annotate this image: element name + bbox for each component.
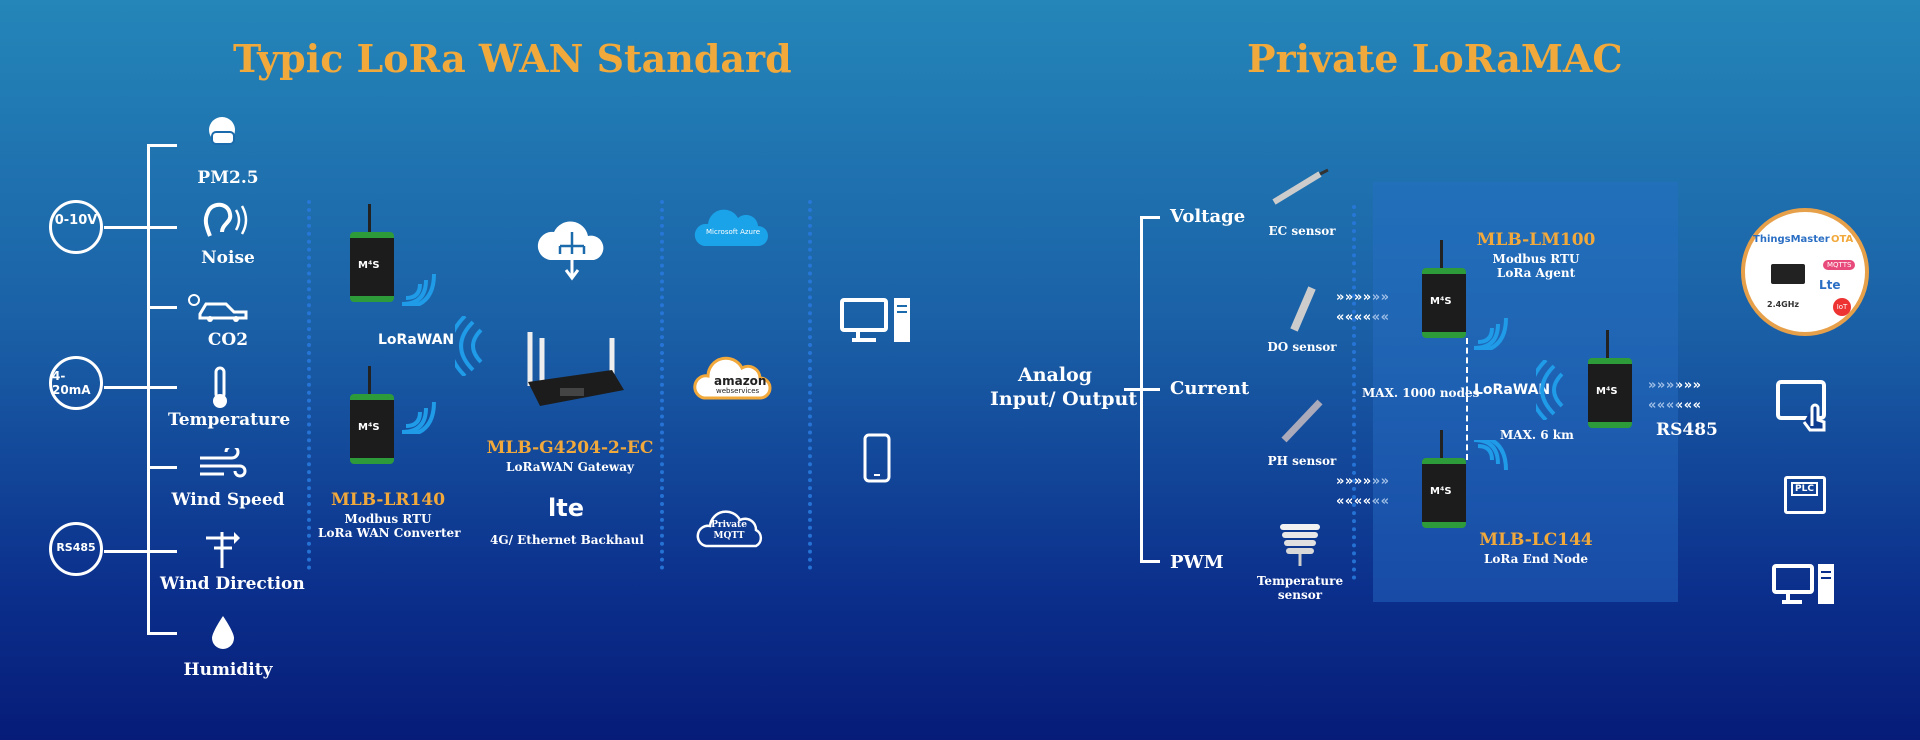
arrow-right-icon: » » » » » » bbox=[1336, 290, 1389, 305]
gateway-name: MLB-G4204-2-EC bbox=[486, 438, 654, 458]
sensor-label-noise: Noise bbox=[201, 248, 255, 268]
input-rs485-icon: RS485 bbox=[49, 522, 103, 576]
plc-icon: PLC bbox=[1784, 476, 1826, 514]
agent-device: M⁴S bbox=[1422, 240, 1466, 338]
arrow-right-icon: » » » » » » bbox=[1336, 474, 1389, 489]
lte-logo: lte bbox=[548, 494, 584, 522]
sensor-label-temperature: Temperature bbox=[168, 410, 291, 430]
node-name: MLB-LC144 bbox=[1479, 530, 1593, 550]
lorawan-logo: LoRaWAN bbox=[378, 332, 455, 348]
wireless-signal-icon bbox=[1470, 302, 1520, 350]
converter-line1: Modbus RTU bbox=[344, 512, 432, 526]
thermometer-icon bbox=[206, 366, 234, 410]
tree-branch bbox=[147, 632, 177, 635]
converter-line2: LoRa WAN Converter bbox=[318, 526, 461, 540]
sensor-label-pm25: PM2.5 bbox=[197, 168, 259, 188]
backhaul-label: 4G/ Ethernet Backhaul bbox=[490, 533, 644, 547]
temperature-sensor-icon bbox=[1276, 522, 1324, 566]
mask-icon bbox=[200, 112, 244, 156]
desktop-computer-icon bbox=[840, 296, 914, 346]
wireless-signal-icon bbox=[1536, 360, 1570, 420]
dotted-separator bbox=[1352, 205, 1356, 580]
external-agent-device: M⁴S bbox=[1588, 330, 1632, 428]
dotted-separator bbox=[808, 200, 812, 570]
tree-branch bbox=[1140, 560, 1160, 563]
tree-branch bbox=[147, 386, 177, 389]
analog-voltage: Voltage bbox=[1170, 206, 1246, 227]
agent-line2: LoRa Agent bbox=[1496, 266, 1576, 280]
wind-icon bbox=[198, 448, 248, 482]
sensor-label-co2: CO2 bbox=[207, 330, 249, 350]
sensor-label-wind-speed: Wind Speed bbox=[171, 490, 285, 510]
dotted-separator bbox=[660, 200, 664, 570]
temperature-sensor-label-2: sensor bbox=[1277, 588, 1323, 602]
left-title: Typic LoRa WAN Standard bbox=[233, 36, 792, 81]
analog-current: Current bbox=[1170, 378, 1250, 399]
do-sensor-label: DO sensor bbox=[1267, 340, 1337, 354]
car-icon bbox=[186, 290, 250, 324]
max-nodes-label: MAX. 1000 nodes bbox=[1362, 386, 1480, 400]
tree-branch bbox=[147, 466, 177, 469]
input-4-20ma-icon: 4-20mA bbox=[49, 356, 103, 410]
ear-icon bbox=[200, 200, 250, 240]
agent-name: MLB-LM100 bbox=[1476, 230, 1596, 250]
analog-label-line2: Input/ Output bbox=[990, 388, 1138, 410]
converter-device-bottom: M⁴S bbox=[350, 366, 394, 464]
arrow-left-icon: « « « « « « bbox=[1336, 310, 1389, 325]
arrow-left-icon: « « « « « « bbox=[1648, 398, 1701, 413]
router-icon bbox=[1771, 264, 1805, 284]
wireless-signal-icon bbox=[455, 316, 489, 376]
amazon-cloud-icon: amazon webservices bbox=[692, 352, 772, 402]
mobile-phone-icon bbox=[862, 432, 892, 484]
tree-branch bbox=[1140, 216, 1160, 219]
mqtt-cloud-icon: Private MQTT bbox=[694, 504, 768, 548]
sensor-label-wind-direction: Wind Direction bbox=[160, 574, 305, 594]
temperature-sensor-label-1: Temperature bbox=[1256, 574, 1344, 588]
touch-panel-icon bbox=[1774, 378, 1834, 434]
agent-line1: Modbus RTU bbox=[1492, 252, 1580, 266]
ec-sensor-icon bbox=[1270, 168, 1330, 208]
ph-sensor-label: PH sensor bbox=[1267, 454, 1337, 468]
wireless-signal-icon bbox=[398, 386, 448, 434]
dotted-separator bbox=[307, 200, 311, 570]
link-line bbox=[1466, 338, 1468, 460]
tree-branch bbox=[1124, 388, 1140, 391]
analog-pwm: PWM bbox=[1170, 552, 1224, 573]
converter-name: MLB-LR140 bbox=[330, 490, 446, 510]
desktop-computer-icon bbox=[1772, 562, 1836, 608]
arrow-left-icon: « « « « « « bbox=[1336, 494, 1389, 509]
do-sensor-icon bbox=[1282, 286, 1322, 336]
node-device: M⁴S bbox=[1422, 430, 1466, 528]
gateway-line1: LoRaWAN Gateway bbox=[506, 460, 634, 474]
node-line1: LoRa End Node bbox=[1483, 552, 1589, 566]
input-0-10v-icon: 0-10V bbox=[49, 200, 103, 254]
wind-vane-icon bbox=[200, 526, 244, 570]
gateway-device-icon bbox=[520, 330, 630, 414]
sensor-label-humidity: Humidity bbox=[183, 660, 273, 680]
cloud-network-icon bbox=[532, 212, 612, 284]
link-line bbox=[104, 386, 150, 389]
wireless-signal-icon bbox=[1470, 440, 1520, 488]
ec-sensor-label: EC sensor bbox=[1268, 224, 1336, 238]
converter-device-top: M⁴S bbox=[350, 204, 394, 302]
tree-branch bbox=[147, 226, 177, 229]
link-line bbox=[104, 226, 150, 229]
thingsmaster-ota-badge: ThingsMaster OTA MQTTS Lte 2.4GHz IoT bbox=[1741, 208, 1869, 336]
arrow-right-icon: » » » » » » bbox=[1648, 378, 1701, 393]
wireless-signal-icon bbox=[398, 258, 448, 306]
tree-branch bbox=[147, 550, 177, 553]
tree-branch bbox=[1140, 388, 1160, 391]
tree-branch bbox=[147, 144, 177, 147]
azure-cloud-icon: Microsoft Azure bbox=[692, 206, 770, 248]
right-title: Private LoRaMAC bbox=[1247, 36, 1623, 81]
analog-label-line1: Analog bbox=[1017, 364, 1093, 386]
lorawan-logo: LoRaWAN bbox=[1474, 382, 1551, 398]
link-line bbox=[104, 550, 150, 553]
rs485-label: RS485 bbox=[1656, 420, 1718, 440]
tree-branch bbox=[147, 306, 177, 309]
droplet-icon bbox=[208, 612, 238, 652]
max-range-label: MAX. 6 km bbox=[1500, 428, 1574, 442]
ph-sensor-icon bbox=[1276, 398, 1326, 446]
